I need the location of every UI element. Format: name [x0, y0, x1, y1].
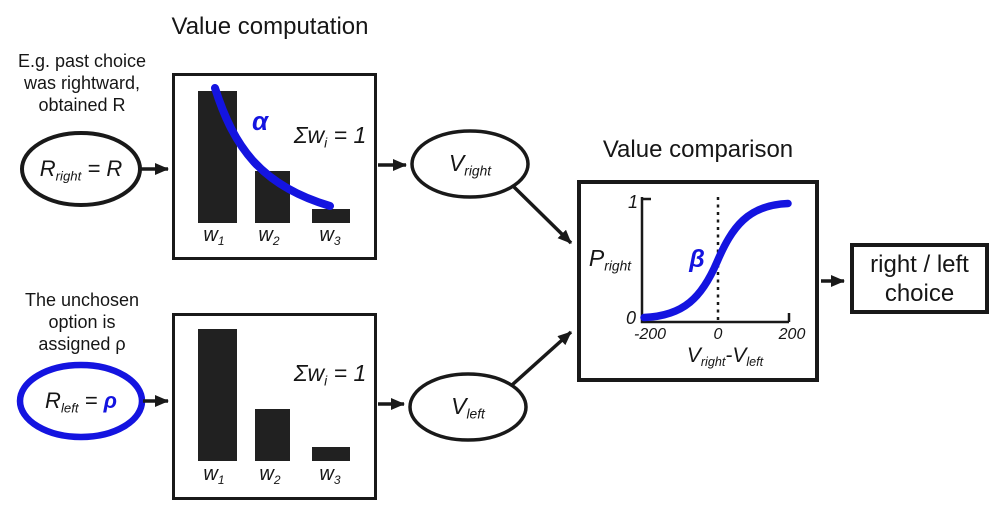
xtick-200: 200 — [778, 326, 806, 343]
v-right-node-label: Vright — [412, 150, 528, 179]
sum-right-sub: i — [324, 135, 328, 151]
note-left-line3: assigned ρ — [38, 334, 126, 354]
w3-sub: 3 — [333, 233, 341, 248]
choice-box-line1: right / left — [870, 250, 969, 278]
v-left-node-label: Vleft — [410, 393, 526, 422]
weight-bar-w2-right — [255, 171, 290, 223]
note-left-line1: The unchosen — [24, 290, 140, 310]
alpha-parameter-label: α — [251, 106, 269, 136]
note-right-line1: E.g. past choice — [17, 51, 147, 71]
r-left-sub: left — [60, 400, 79, 416]
weight-bar-w1-right — [198, 91, 237, 223]
p-right-base: P — [588, 245, 605, 271]
xtick-0: 0 — [713, 326, 723, 343]
ytick-0: 0 — [625, 308, 636, 328]
xlabel-s2: left — [746, 355, 764, 370]
p-right-sub: right — [604, 258, 632, 274]
arrow-vright-to-comparison — [512, 185, 573, 245]
bar-label-w2-right: w2 — [247, 224, 291, 249]
weight-box-left — [172, 313, 377, 500]
w2l-base: w — [259, 463, 274, 485]
xlabel-s1: right — [700, 355, 726, 370]
note-right-line2: was rightward, — [23, 73, 141, 93]
value-comparison-title: Value comparison — [602, 136, 794, 163]
v-right-sub: right — [464, 163, 492, 179]
note-left-line2: option is — [48, 312, 116, 332]
weight-bar-w3-left — [312, 447, 350, 461]
sum-left-sub: i — [324, 373, 328, 389]
w1l-base: w — [203, 463, 218, 485]
sum-weights-formula-right: Σwi = 1 — [268, 122, 392, 151]
sum-left-rhs: = 1 — [327, 360, 367, 386]
note-left-input: The unchosen option is assigned ρ — [0, 289, 164, 355]
r-right-sub: right — [55, 168, 82, 184]
v-left-base: V — [451, 393, 467, 419]
w3-base: w — [319, 224, 334, 246]
sum-weights-formula-left: Σwi = 1 — [268, 360, 392, 389]
arrow-vleft-to-comparison — [510, 330, 573, 387]
weight-bar-w1-left — [198, 329, 237, 461]
x-axis-label: Vright-Vleft — [649, 344, 801, 370]
w1-sub: 1 — [217, 233, 225, 248]
xlabel-v1: V — [686, 344, 701, 367]
v-right-base: V — [448, 150, 465, 176]
sum-right-rhs: = 1 — [327, 122, 367, 148]
choice-box-line2: choice — [884, 279, 955, 307]
r-right-rhs: = R — [81, 156, 123, 181]
r-left-rho: ρ — [103, 388, 117, 413]
r-left-base: R — [45, 388, 61, 413]
weight-bar-w2-left — [255, 409, 290, 461]
r-right-base: R — [39, 156, 56, 181]
v-left-sub: left — [466, 406, 485, 422]
w2-sub: 2 — [272, 233, 280, 248]
w3l-base: w — [319, 463, 334, 485]
bar-label-w2-left: w2 — [248, 463, 292, 488]
weight-bar-w3-right — [312, 209, 350, 223]
ytick-1: 1 — [627, 192, 638, 212]
value-computation-title: Value computation — [171, 13, 369, 40]
xlabel-v2: V — [732, 344, 747, 367]
w3l-sub: 3 — [333, 472, 341, 487]
xtick-neg200: -200 — [633, 326, 667, 343]
bar-label-w1-right: w1 — [192, 224, 236, 249]
note-right-input: E.g. past choice was rightward, obtained… — [0, 50, 164, 116]
sum-left-base: Σw — [293, 360, 325, 386]
r-right-node-label: Rright = R — [18, 156, 144, 184]
r-left-node-label: Rleft = ρ — [18, 388, 144, 416]
w1l-sub: 1 — [217, 472, 225, 487]
note-right-line3: obtained R — [38, 95, 126, 115]
beta-parameter-label: β — [689, 245, 705, 273]
bar-label-w1-left: w1 — [192, 463, 236, 488]
w2l-sub: 2 — [273, 472, 281, 487]
p-right-axis-label: Pright — [578, 245, 642, 274]
sum-right-base: Σw — [293, 122, 325, 148]
bar-label-w3-left: w3 — [308, 463, 352, 488]
bar-label-w3-right: w3 — [308, 224, 352, 249]
choice-box: right / left choice — [850, 243, 989, 314]
xlabel-minus: - — [725, 344, 733, 367]
w2-base: w — [258, 224, 273, 246]
r-left-eq: = — [78, 388, 104, 413]
w1-base: w — [203, 224, 218, 246]
